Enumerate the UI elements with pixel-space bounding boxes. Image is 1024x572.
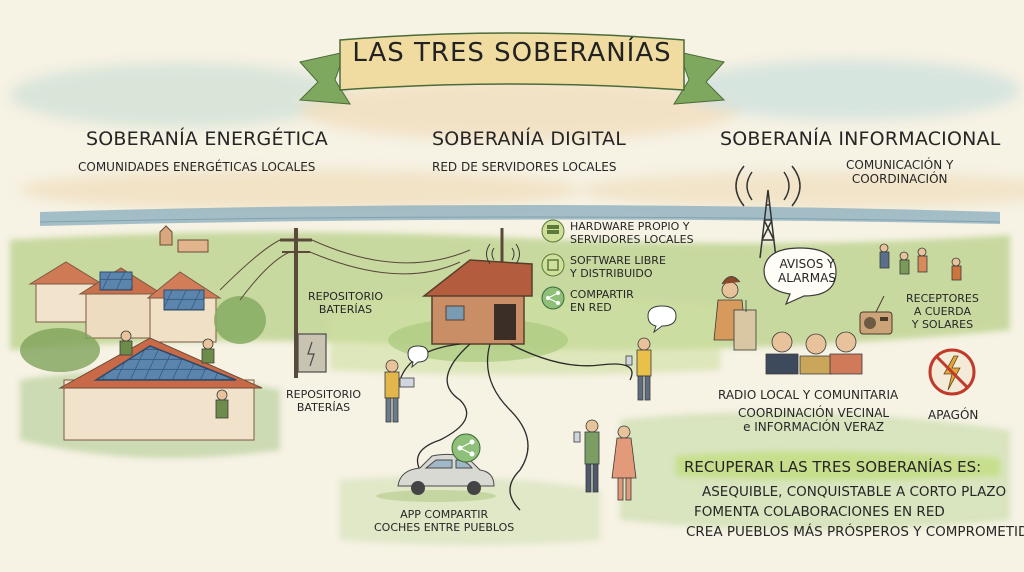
digital-heading: SOBERANÍA DIGITAL xyxy=(432,128,627,150)
radio-label: RADIO LOCAL Y COMUNITARIA xyxy=(718,388,899,402)
feature-share: COMPARTIR EN RED xyxy=(570,288,634,315)
energy-heading: SOBERANÍA ENERGÉTICA xyxy=(86,128,328,150)
speaker-person xyxy=(713,276,757,351)
server-icon xyxy=(541,219,565,243)
conclusion-item: ASEQUIBLE, CONQUISTABLE A CORTO PLAZO xyxy=(702,484,1007,500)
energy-subheading: COMUNIDADES ENERGÉTICAS LOCALES xyxy=(78,160,316,174)
no-power-icon xyxy=(928,348,976,396)
battery-label-top: REPOSITORIO BATERÍAS xyxy=(308,290,384,317)
conclusion-item: CREA PUEBLOS MÁS PRÓSPEROS Y COMPROMETID… xyxy=(686,524,1024,540)
alerts-bubble-text: AVISOS Y ALARMAS xyxy=(778,257,836,286)
radio-tower xyxy=(735,165,801,259)
car-share-label: APP COMPARTIR COCHES ENTRE PUEBLOS xyxy=(374,508,515,535)
server-hut xyxy=(388,243,633,511)
title-banner xyxy=(298,32,726,105)
main-title: LAS TRES SOBERANÍAS xyxy=(352,38,672,68)
farmers xyxy=(879,243,962,281)
feature-hardware: HARDWARE PROPIO Y SERVIDORES LOCALES xyxy=(570,220,694,247)
power-lines xyxy=(219,228,504,378)
receivers-label: RECEPTORES A CUERDA Y SOLARES xyxy=(906,292,979,332)
share-icon xyxy=(451,433,481,463)
share-icon-small xyxy=(541,286,565,310)
blackout-label: APAGÓN xyxy=(928,408,979,422)
audience xyxy=(765,331,863,375)
people xyxy=(384,337,652,501)
battery-label-bottom: REPOSITORIO BATERÍAS xyxy=(286,388,362,415)
info-subheading: COMUNICACIÓN Y COORDINACIÓN xyxy=(846,158,954,187)
car xyxy=(376,453,496,502)
speech-icon xyxy=(407,305,677,369)
speech-bubble xyxy=(763,247,837,306)
feature-software: SOFTWARE LIBRE Y DISTRIBUIDO xyxy=(570,254,666,281)
info-heading: SOBERANÍA INFORMACIONAL xyxy=(720,128,1001,150)
conclusion-title: RECUPERAR LAS TRES SOBERANÍAS ES: xyxy=(684,458,982,476)
digital-subheading: RED DE SERVIDORES LOCALES xyxy=(432,160,617,174)
village-scene xyxy=(20,225,266,441)
conclusion-wash xyxy=(676,451,1000,480)
sea-horizon xyxy=(39,205,1001,226)
chip-icon xyxy=(541,253,565,277)
conclusion-item: FOMENTA COLABORACIONES EN RED xyxy=(694,504,945,520)
radio-icon xyxy=(859,295,893,335)
coordination-label: COORDINACIÓN VECINAL e INFORMACIÓN VERAZ xyxy=(738,406,890,435)
sky-wash xyxy=(10,60,1024,210)
